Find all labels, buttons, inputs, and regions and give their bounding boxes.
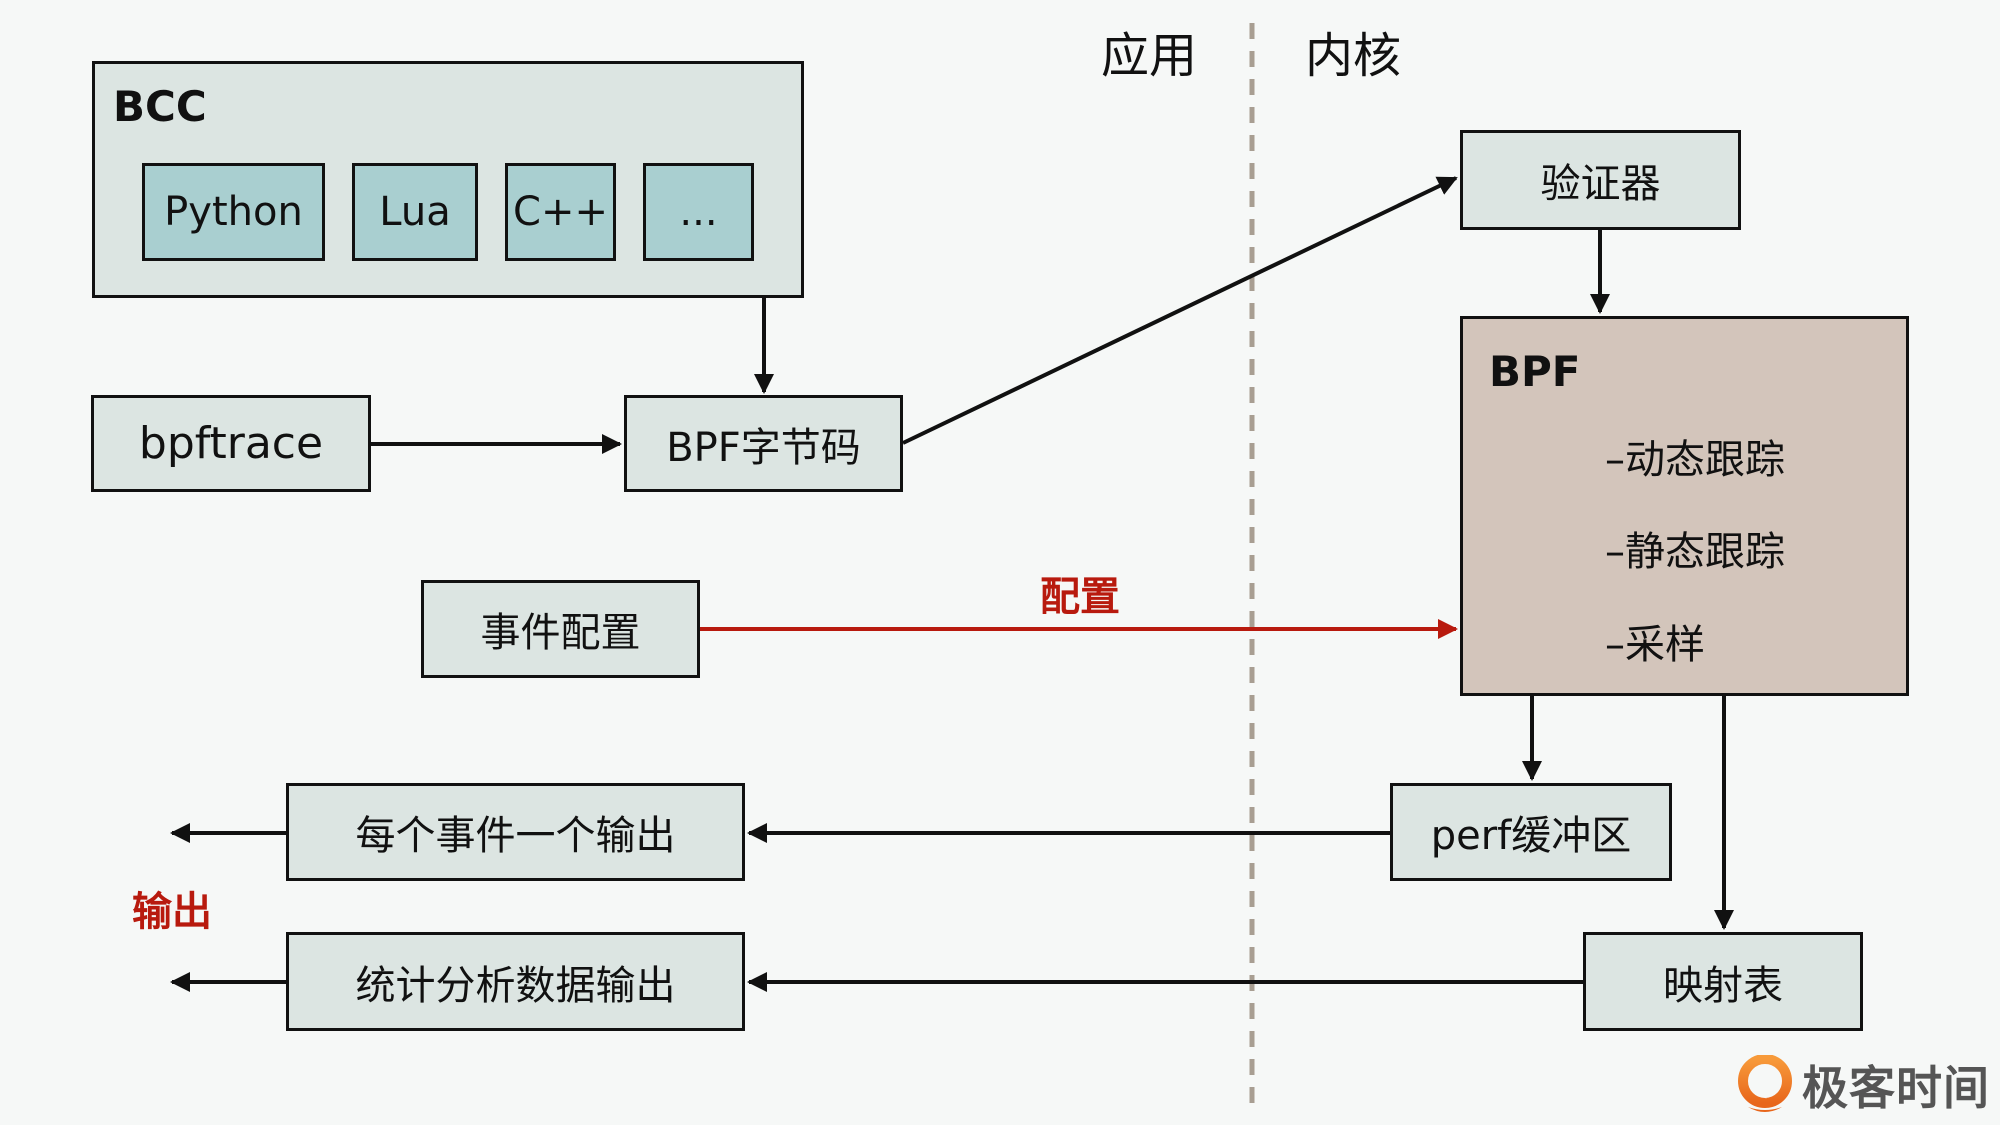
bpf-item-dynamic-tracing: –动态跟踪 xyxy=(1605,437,1785,483)
geektime-logo-icon xyxy=(1738,1055,1792,1112)
bpftrace-node[interactable]: bpftrace xyxy=(91,395,371,492)
output-edge-label: 输出 xyxy=(132,889,212,935)
verifier-node[interactable]: 验证器 xyxy=(1460,130,1741,230)
per-event-output-node[interactable]: 每个事件一个输出 xyxy=(286,783,745,881)
perf-buffer-node[interactable]: perf缓冲区 xyxy=(1390,783,1672,881)
bpf-item-sampling: –采样 xyxy=(1605,622,1705,668)
maps-node[interactable]: 映射表 xyxy=(1583,932,1863,1031)
bcc-language-python[interactable]: Python xyxy=(142,163,325,261)
brand-name: 极客时间 xyxy=(1802,1061,1990,1115)
kernel-space-label: 内核 xyxy=(1304,28,1402,84)
bcc-language-lua[interactable]: Lua xyxy=(352,163,478,261)
bpf-title: BPF xyxy=(1489,347,1581,396)
bcc-language-more[interactable]: ... xyxy=(643,163,754,261)
bcc-language-cpp[interactable]: C++ xyxy=(505,163,616,261)
bpf-node[interactable]: BPF –动态跟踪 –静态跟踪 –采样 xyxy=(1460,316,1909,696)
stats-output-node[interactable]: 统计分析数据输出 xyxy=(286,932,745,1031)
event-config-node[interactable]: 事件配置 xyxy=(421,580,700,678)
bpf-item-static-tracing: –静态跟踪 xyxy=(1605,529,1785,575)
config-edge-label: 配置 xyxy=(1040,574,1120,620)
arrow-bytecode-to-verifier xyxy=(902,176,1458,445)
user-space-label: 应用 xyxy=(1100,28,1198,84)
bpf-bytecode-node[interactable]: BPF字节码 xyxy=(624,395,903,492)
bcc-title: BCC xyxy=(113,82,207,131)
brand-logo: 极客时间 xyxy=(1738,1052,1990,1118)
